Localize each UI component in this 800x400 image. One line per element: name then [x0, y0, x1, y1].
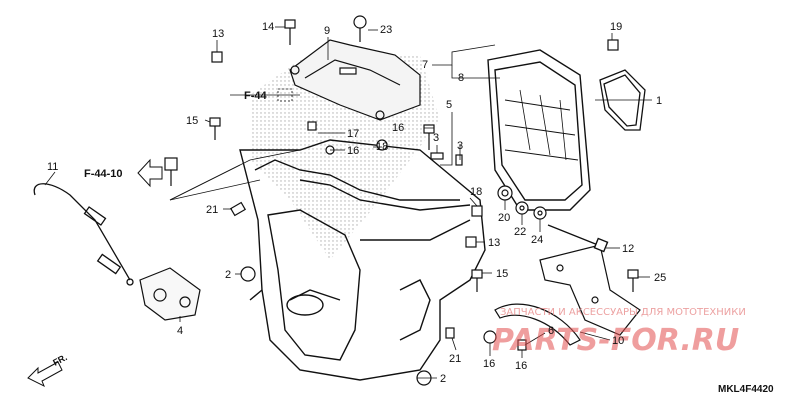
callout-15a: 15: [186, 115, 198, 127]
callout-17: 17: [347, 128, 359, 140]
mounting-bracket: [539, 244, 641, 336]
callout-4: 4: [177, 325, 183, 337]
strap-part: [494, 303, 581, 346]
callout-3b: 3: [457, 140, 463, 152]
callout-16b: 16: [392, 122, 404, 134]
callout-3a: 3: [433, 132, 439, 144]
callout-12: 12: [622, 243, 634, 255]
reference-f4410: F-44-10: [84, 158, 163, 188]
gasket-ring: [599, 69, 646, 131]
cover-plate: [289, 39, 421, 121]
callout-21a: 21: [206, 204, 218, 216]
callout-14: 14: [262, 21, 274, 33]
callout-25: 25: [654, 272, 666, 284]
callout-16a: 16: [347, 145, 359, 157]
reference-f44: F-44: [244, 88, 293, 102]
callout-18a: 18: [376, 141, 388, 153]
leader-lines: [44, 26, 652, 379]
front-direction-arrow: FR.: [27, 352, 69, 388]
callout-16c: 16: [483, 358, 495, 370]
long-bolt: [547, 224, 609, 253]
callout-13b: 13: [488, 237, 500, 249]
callout-8: 8: [458, 72, 464, 84]
ref-label-f44: F-44: [244, 90, 268, 102]
callout-5: 5: [446, 99, 452, 111]
callout-2b: 2: [440, 373, 446, 385]
callout-7: 7: [422, 59, 428, 71]
air-cleaner-housing: [239, 139, 486, 381]
cable-assembly: [33, 183, 134, 286]
callout-23: 23: [380, 24, 392, 36]
callout-9: 9: [324, 25, 330, 37]
callout-16d: 16: [515, 360, 527, 372]
callout-2a: 2: [225, 269, 231, 281]
callout-24: 24: [531, 234, 543, 246]
bracket-part: [139, 267, 201, 321]
callout-11: 11: [47, 161, 58, 173]
air-filter-element: [487, 49, 591, 211]
callout-numbers: 13 14 23 9 7 8 19 1 15 17 16 18 16 5 3 3…: [47, 21, 666, 385]
watermark-logo: PARTS-FOR.RU: [492, 323, 739, 358]
callout-19: 19: [610, 21, 622, 33]
callout-18b: 18: [470, 186, 482, 198]
callout-21b: 21: [449, 353, 461, 365]
diagram-code: MKL4F4420: [718, 384, 774, 395]
front-label: FR.: [51, 352, 68, 368]
callout-1: 1: [656, 95, 662, 107]
callout-22: 22: [514, 226, 526, 238]
callout-6: 6: [548, 325, 554, 337]
callout-20: 20: [498, 212, 510, 224]
ref-label-f4410: F-44-10: [84, 168, 123, 180]
callout-10: 10: [612, 335, 624, 347]
callout-15b: 15: [496, 268, 508, 280]
watermark-tagline: ЗАПЧАСТИ И АКСЕССУАРЫ ДЛЯ МОТОТЕХНИКИ: [500, 307, 746, 318]
hardware-parts: [164, 15, 639, 386]
callout-13a: 13: [212, 28, 224, 40]
